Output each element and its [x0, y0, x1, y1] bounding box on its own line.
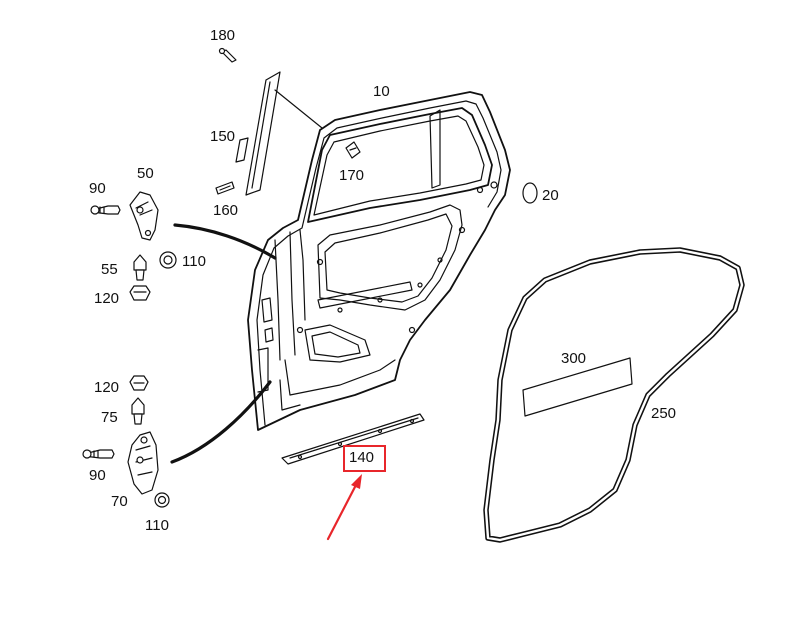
label-sticker-300 — [522, 357, 633, 417]
callout-20: 20 — [542, 187, 559, 204]
callout-120-upper: 120 — [94, 290, 119, 307]
callout-140: 140 — [349, 449, 374, 466]
callout-55: 55 — [101, 261, 118, 278]
callout-75: 75 — [101, 409, 118, 426]
callout-160: 160 — [213, 202, 238, 219]
callout-90-lower: 90 — [89, 467, 106, 484]
plug-20 — [522, 182, 538, 204]
window-trim-strip — [235, 71, 281, 196]
leader-line-150 — [274, 89, 323, 129]
door-shell — [247, 91, 511, 431]
clip-170 — [345, 141, 361, 159]
callout-120-lower: 120 — [94, 379, 119, 396]
lower-hinge-group — [82, 375, 170, 508]
pin-180 — [218, 47, 237, 63]
callout-110-upper: 110 — [182, 253, 206, 270]
callout-180: 180 — [210, 27, 235, 44]
callout-10: 10 — [373, 83, 390, 100]
callout-90-upper: 90 — [89, 180, 106, 197]
highlight-arrow — [326, 474, 362, 541]
sill-moulding-140 — [281, 413, 425, 465]
door-seal-250 — [483, 247, 745, 543]
callout-150: 150 — [210, 128, 235, 145]
lower-hinge-connector — [170, 380, 272, 464]
clip-160 — [215, 181, 235, 195]
callout-110-lower: 110 — [145, 517, 169, 534]
callout-50: 50 — [137, 165, 154, 182]
callout-70: 70 — [111, 493, 128, 510]
upper-hinge-connector — [173, 223, 277, 260]
highlight-box — [343, 445, 386, 472]
upper-hinge-group — [90, 191, 177, 301]
callout-170: 170 — [339, 167, 364, 184]
callout-300: 300 — [561, 350, 586, 367]
callout-250: 250 — [651, 405, 676, 422]
